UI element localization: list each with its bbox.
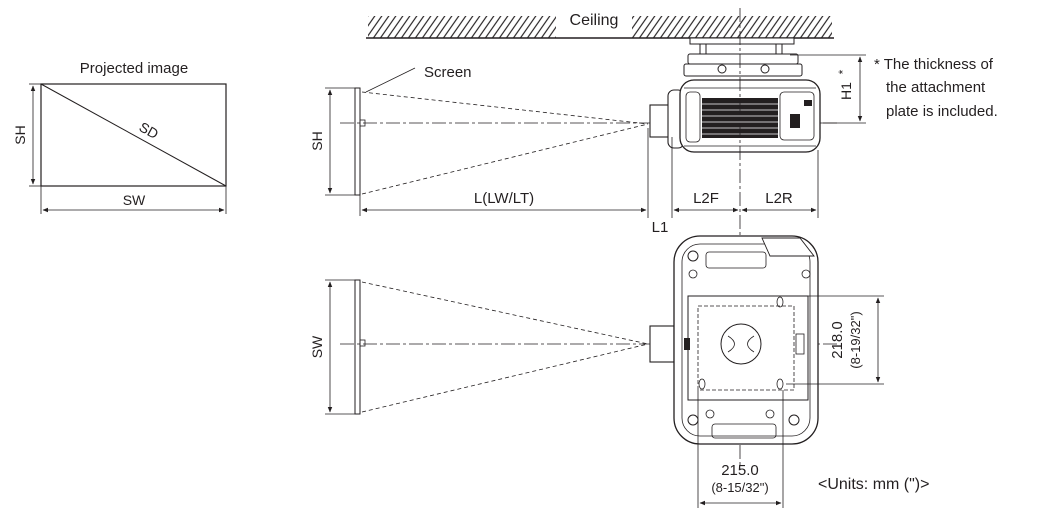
units-label: <Units: mm (")> bbox=[818, 476, 929, 493]
screen-leader bbox=[365, 67, 416, 93]
l1-label: L1 bbox=[652, 219, 669, 236]
lens-bottom bbox=[649, 325, 675, 363]
dim-215-in: (8-15/32") bbox=[711, 480, 768, 495]
dim-215-mm: 215.0 bbox=[721, 462, 759, 479]
projector-side bbox=[649, 79, 821, 153]
h1-asterisk: * bbox=[836, 69, 850, 74]
sh-label-left: SH bbox=[12, 125, 28, 144]
bottom-view: SW 21 bbox=[309, 235, 929, 508]
h1-label: H1 bbox=[838, 82, 854, 100]
sh-label-side: SH bbox=[309, 131, 325, 150]
screen-bottom bbox=[354, 279, 361, 415]
sw-label-left: SW bbox=[123, 192, 146, 208]
screen-side bbox=[354, 87, 361, 196]
ceiling: Ceiling bbox=[366, 12, 834, 39]
screen-label: Screen bbox=[424, 64, 472, 81]
projector-bottom bbox=[649, 235, 819, 445]
note-line-3: plate is included. bbox=[886, 103, 998, 120]
diagonal-line bbox=[40, 83, 227, 187]
l2f-label: L2F bbox=[693, 190, 719, 207]
sw-label-bottom: SW bbox=[309, 335, 325, 358]
note-line-2: the attachment bbox=[886, 79, 986, 96]
note-line-1: * The thickness of bbox=[874, 56, 994, 73]
projected-image-frame bbox=[40, 83, 227, 187]
side-view: Screen SH bbox=[309, 8, 998, 470]
projected-image-figure: Projected image SD SH SW bbox=[12, 60, 227, 214]
projected-image-title: Projected image bbox=[80, 60, 188, 77]
l2r-label: L2R bbox=[765, 190, 793, 207]
dim-218-in: (8-19/32") bbox=[848, 311, 863, 368]
dim-218-mm: 218.0 bbox=[829, 321, 846, 359]
l-label: L(LW/LT) bbox=[474, 190, 534, 207]
ceiling-label: Ceiling bbox=[570, 12, 619, 29]
ceiling-mount-bracket bbox=[683, 37, 803, 77]
